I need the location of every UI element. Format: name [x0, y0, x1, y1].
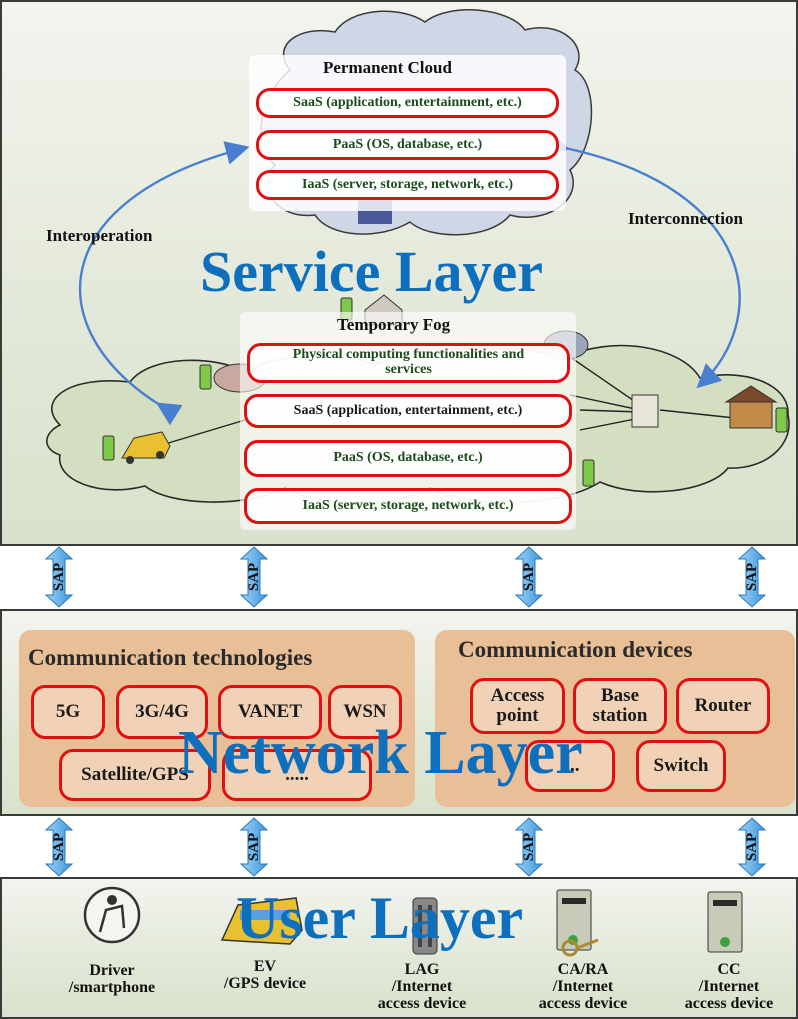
tech-panel-title: Communication technologies [28, 645, 313, 670]
device-item-access-point: Access point [470, 678, 565, 734]
cloud-saas-item: SaaS (application, entertainment, etc.) [256, 88, 559, 118]
device-label-line: /GPS device [223, 974, 307, 992]
device-label-driver: Driver /smartphone [52, 962, 172, 997]
device-label-ca-ra: CA/RA /Internet access device [518, 961, 648, 1012]
user-layer-title: User Layer [236, 885, 524, 951]
fog-physical-item: Physical computing functionalities and s… [247, 343, 570, 383]
fog-saas-item: SaaS (application, entertainment, etc.) [244, 394, 572, 428]
fog-iaas-item: IaaS (server, storage, network, etc.) [244, 488, 572, 524]
interconnection-label: Interconnection [628, 209, 743, 228]
lag-icon [412, 897, 438, 955]
device-label-line: access device [538, 994, 628, 1012]
battery-icon [102, 297, 788, 487]
device-label-line: Driver [89, 962, 135, 979]
device-item-switch: Switch [636, 740, 726, 792]
service-layer-title: Service Layer [200, 239, 544, 304]
device-label-ev: EV /GPS device [205, 958, 325, 993]
building-icon [724, 385, 778, 429]
device-label-line: access device [684, 994, 774, 1012]
driver-icon [83, 886, 141, 944]
device-label-lag: LAG /Internet access device [357, 961, 487, 1012]
devices-panel-title: Communication devices [458, 637, 693, 662]
interconnection-arrow [543, 132, 741, 389]
tech-item-satellite-gps: Satellite/GPS [59, 749, 211, 801]
tech-item-vanet: VANET [218, 685, 322, 739]
tech-item-5g: 5G [31, 685, 105, 739]
device-label-line: LAG [404, 961, 440, 978]
interoperation-arrow [79, 141, 250, 426]
network-layer-title: Network Layer [178, 719, 583, 787]
tech-item-wsn: WSN [328, 685, 402, 739]
interoperation-label: Interoperation [46, 226, 153, 245]
device-label-line: /Internet [391, 977, 453, 995]
device-label-line: CC [717, 961, 741, 978]
device-item-more: .... [525, 740, 615, 792]
temporary-fog-title: Temporary Fog [337, 315, 451, 334]
fog-server-icon [631, 394, 659, 428]
device-label-line: /smartphone [68, 978, 156, 996]
cloud-iaas-item: IaaS (server, storage, network, etc.) [256, 170, 559, 200]
device-label-line: /Internet [552, 977, 614, 995]
cloud-paas-item: PaaS (OS, database, etc.) [256, 130, 559, 160]
device-item-base-station: Base station [573, 678, 667, 734]
key-icon [561, 938, 599, 957]
device-label-line: CA/RA [557, 961, 609, 978]
tech-item-3g4g: 3G/4G [116, 685, 208, 739]
device-label-line: EV [253, 958, 277, 975]
device-label-cc: CC /Internet access device [664, 961, 794, 1012]
device-label-line: /Internet [698, 977, 760, 995]
tech-item-more: ..... [222, 749, 372, 801]
cc-server-icon [707, 891, 743, 953]
device-label-line: access device [377, 994, 467, 1012]
permanent-cloud-title: Permanent Cloud [323, 58, 452, 77]
device-item-router: Router [676, 678, 770, 734]
car-icon [121, 431, 171, 464]
fog-paas-item: PaaS (OS, database, etc.) [244, 440, 572, 477]
ev-icon [220, 897, 303, 945]
